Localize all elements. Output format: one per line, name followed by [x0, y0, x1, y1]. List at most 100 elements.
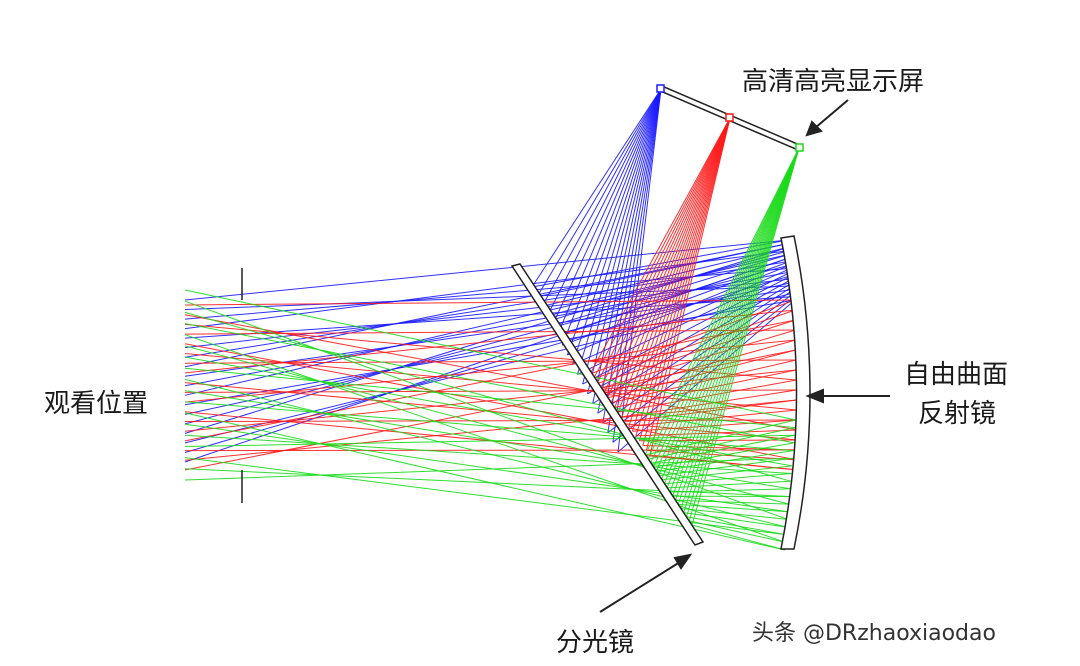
- green-ray-to-splitter: [672, 147, 800, 497]
- blue-ray-to-splitter: [617, 88, 662, 453]
- splitter-pointer-line: [599, 561, 681, 613]
- red-ray-to-mirror: [603, 339, 796, 394]
- green-ray-to-mirror: [689, 520, 786, 543]
- red-ray-to-mirror: [593, 309, 796, 380]
- blue-ray-to-eye: [184, 267, 792, 320]
- mirror-pointer-arrowhead: [805, 388, 824, 404]
- display-pointer-arrowhead: [805, 120, 823, 137]
- green-ray-to-mirror: [678, 503, 789, 513]
- green-ray-to-eye: [184, 300, 788, 520]
- blue-pixel-marker: [656, 84, 665, 93]
- blue-ray-to-splitter: [582, 88, 662, 385]
- red-ray-to-splitter: [607, 117, 731, 399]
- green-ray-to-splitter: [652, 147, 800, 468]
- green-ray-to-splitter: [655, 147, 800, 472]
- green-ray-to-eye: [184, 468, 790, 497]
- display-label: 高清高亮显示屏: [742, 67, 924, 97]
- blue-ray-to-eye: [184, 239, 789, 301]
- red-ray-to-splitter: [614, 117, 731, 408]
- red-ray-to-splitter: [646, 117, 731, 451]
- red-ray-to-mirror: [618, 379, 797, 413]
- red-ray-to-splitter: [621, 117, 731, 418]
- red-ray-to-mirror: [607, 349, 797, 399]
- display-pointer-line: [814, 99, 849, 129]
- green-ray-to-splitter: [658, 147, 800, 476]
- red-ray-to-splitter: [596, 117, 731, 384]
- viewing-position-label: 观看位置: [44, 389, 148, 419]
- blue-ray-to-eye: [184, 250, 790, 330]
- green-ray-to-eye: [184, 457, 793, 481]
- blue-ray-to-splitter: [556, 88, 662, 336]
- green-ray-to-eye: [184, 434, 795, 447]
- green-pixel-marker: [795, 143, 804, 152]
- green-ray-to-splitter: [669, 147, 800, 493]
- green-ray-to-splitter: [663, 147, 800, 484]
- green-ray-to-eye: [184, 378, 788, 528]
- red-pixel-marker: [725, 113, 734, 122]
- blue-ray-to-mirror: [582, 274, 793, 385]
- green-ray-to-splitter: [650, 147, 800, 464]
- mirror-label-line2: 反射镜: [918, 399, 996, 429]
- green-ray-to-eye: [184, 311, 791, 482]
- red-ray-to-mirror: [625, 399, 797, 423]
- blue-ray-to-splitter: [577, 88, 662, 375]
- red-ray-to-splitter: [635, 117, 731, 437]
- red-ray-to-splitter: [603, 117, 731, 394]
- green-ray-to-splitter: [661, 147, 800, 480]
- green-ray-to-eye: [184, 289, 797, 421]
- mirror-label-line1: 自由曲面: [904, 360, 1008, 390]
- red-ray-to-eye: [184, 314, 798, 431]
- display-screen: [656, 84, 804, 152]
- red-ray-to-splitter: [624, 117, 731, 422]
- green-ray-to-mirror: [675, 499, 789, 505]
- green-ray-to-mirror: [691, 524, 786, 551]
- green-ray-to-splitter: [644, 147, 800, 456]
- green-ray-to-splitter: [686, 147, 800, 517]
- blue-ray-to-splitter: [541, 88, 662, 307]
- blue-ray-to-splitter: [612, 88, 662, 443]
- ray-bundles: [184, 88, 800, 551]
- green-ray-to-splitter: [688, 147, 800, 522]
- red-ray-to-splitter: [638, 117, 731, 441]
- blue-ray-to-splitter: [592, 88, 662, 404]
- splitter-label: 分光镜: [556, 628, 634, 658]
- red-ray-to-splitter: [631, 117, 731, 432]
- red-ray-to-splitter: [628, 117, 731, 427]
- green-ray-to-splitter: [680, 147, 800, 509]
- blue-ray-to-splitter: [602, 88, 662, 423]
- red-ray-to-mirror: [635, 429, 798, 437]
- green-ray-to-splitter: [691, 147, 800, 526]
- green-ray-to-splitter: [677, 147, 800, 505]
- blue-ray-to-splitter: [587, 88, 662, 394]
- green-ray-to-splitter: [683, 147, 800, 513]
- green-ray-to-eye: [184, 423, 789, 513]
- red-ray-to-splitter: [610, 117, 731, 403]
- red-ray-to-eye: [184, 343, 798, 461]
- freeform-mirror: [780, 235, 811, 550]
- green-ray-to-splitter: [647, 147, 800, 460]
- green-ray-to-mirror: [683, 512, 787, 528]
- green-ray-to-splitter: [674, 147, 800, 501]
- red-ray-to-mirror: [589, 299, 796, 375]
- red-ray-to-eye: [184, 382, 798, 441]
- blue-ray-to-splitter: [546, 88, 662, 317]
- blue-ray-to-splitter: [531, 88, 662, 288]
- green-ray-to-eye: [184, 345, 790, 505]
- red-ray-to-mirror: [600, 329, 796, 389]
- blue-ray-to-eye: [184, 296, 795, 339]
- red-ray-to-splitter: [649, 117, 731, 456]
- blue-ray-to-splitter: [607, 88, 662, 433]
- red-ray-to-mirror: [628, 409, 797, 427]
- red-ray-to-splitter: [593, 117, 731, 380]
- green-ray-to-eye: [184, 334, 786, 543]
- green-ray-to-splitter: [666, 147, 800, 489]
- beam-splitter: [510, 263, 705, 546]
- red-ray-to-splitter: [617, 117, 731, 413]
- red-ray-to-eye: [184, 449, 798, 452]
- red-ray-to-splitter: [600, 117, 731, 389]
- blue-ray-to-splitter: [536, 88, 662, 297]
- splitter-pointer-arrowhead: [673, 553, 693, 570]
- blue-ray-to-eye: [184, 285, 794, 310]
